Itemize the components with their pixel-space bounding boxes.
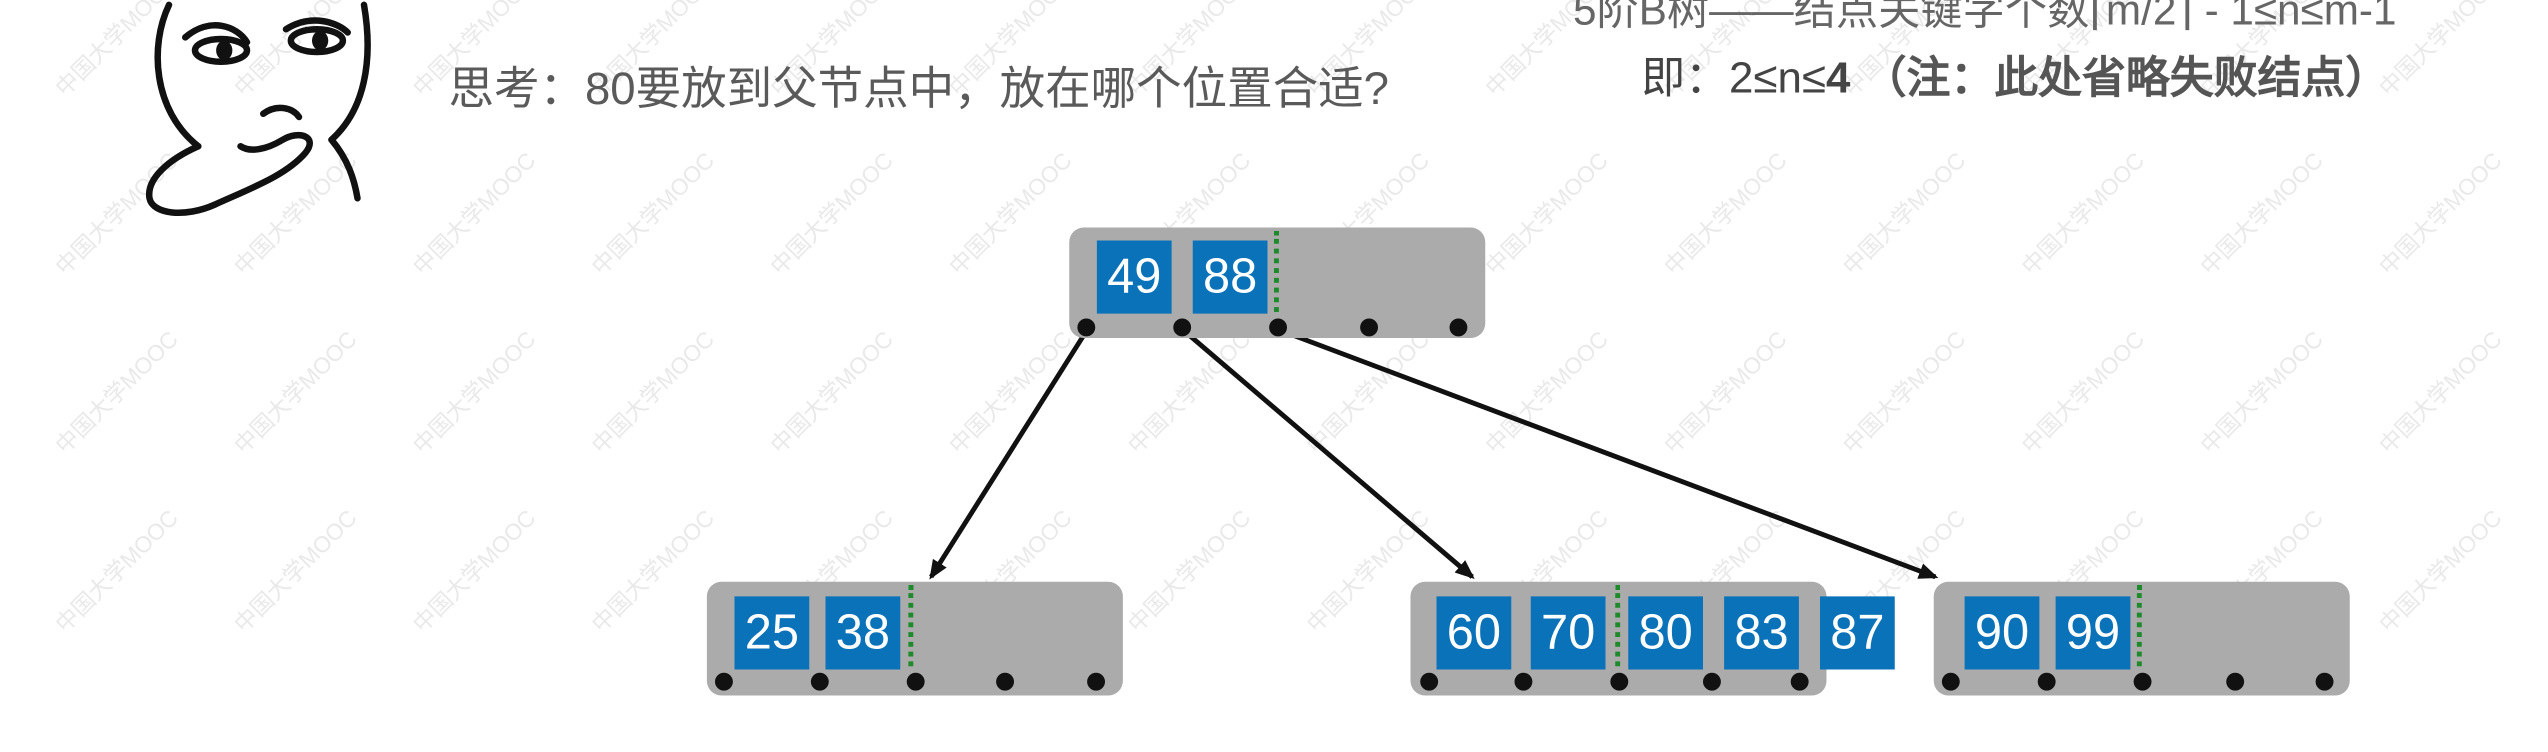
child-3-key-1: 90 bbox=[1964, 596, 2040, 670]
node-divider bbox=[908, 585, 914, 667]
child-pointer bbox=[1360, 318, 1378, 337]
node-divider bbox=[1615, 585, 1621, 667]
overflow-key: 87 bbox=[1820, 596, 1895, 670]
child-node-3: 90 99 bbox=[1933, 581, 2350, 696]
question-text: 思考：80要放到父节点中，放在哪个位置合适? bbox=[448, 63, 1389, 114]
child-2-key-2: 70 bbox=[1530, 596, 1606, 670]
child-2-key-4: 83 bbox=[1724, 596, 1799, 670]
child-pointer bbox=[1173, 318, 1192, 337]
root-node: 49 88 bbox=[1069, 227, 1486, 338]
child-pointer bbox=[996, 672, 1014, 691]
root-key-2: 88 bbox=[1192, 240, 1268, 314]
child-pointer bbox=[1420, 672, 1439, 691]
child-node-2: 60 70 80 83 bbox=[1410, 581, 1827, 696]
edge-root-to-child-3 bbox=[1278, 327, 1939, 580]
child-pointer bbox=[715, 672, 733, 691]
child-pointer bbox=[1790, 672, 1809, 691]
child-pointer bbox=[1610, 672, 1629, 691]
child-pointer bbox=[1703, 672, 1721, 691]
child-pointer bbox=[1449, 318, 1468, 337]
node-divider bbox=[2136, 585, 2142, 667]
child-pointer bbox=[2133, 672, 2152, 691]
child-pointer bbox=[2315, 672, 2334, 691]
child-pointer bbox=[2226, 672, 2245, 691]
child-2-key-1: 60 bbox=[1436, 596, 1512, 670]
child-pointer bbox=[1269, 318, 1287, 337]
child-1-key-1: 25 bbox=[734, 596, 810, 670]
child-pointer bbox=[1514, 672, 1533, 691]
b-tree-rule-text: 5阶B树——结点关键字个数⌈m/2⌉ - 1≤n≤m-1 bbox=[1573, 0, 2397, 35]
range-max: 4 bbox=[1825, 53, 1851, 103]
edge-root-to-child-2 bbox=[1181, 328, 1475, 579]
failure-node-note: （注：此处省略失败结点） bbox=[1862, 53, 2390, 103]
child-pointer bbox=[1941, 672, 1960, 691]
child-pointer bbox=[1087, 672, 1105, 691]
key-count-range: 即：2≤n≤4 （注：此处省略失败结点） bbox=[1641, 42, 2389, 105]
child-2-key-3: 80 bbox=[1628, 596, 1703, 670]
child-pointer bbox=[1077, 318, 1096, 337]
child-pointer bbox=[906, 672, 925, 691]
child-pointer bbox=[810, 672, 829, 691]
child-node-1: 25 38 bbox=[706, 581, 1123, 696]
range-prefix: 即：2≤n≤ bbox=[1641, 53, 1826, 103]
child-1-key-2: 38 bbox=[825, 596, 901, 670]
root-key-1: 49 bbox=[1096, 240, 1172, 314]
child-pointer bbox=[2037, 672, 2056, 691]
node-divider bbox=[1274, 230, 1279, 312]
child-3-key-2: 99 bbox=[2055, 596, 2131, 670]
edge-root-to-child-1 bbox=[929, 328, 1090, 580]
thinking-face-icon bbox=[146, 1, 371, 217]
